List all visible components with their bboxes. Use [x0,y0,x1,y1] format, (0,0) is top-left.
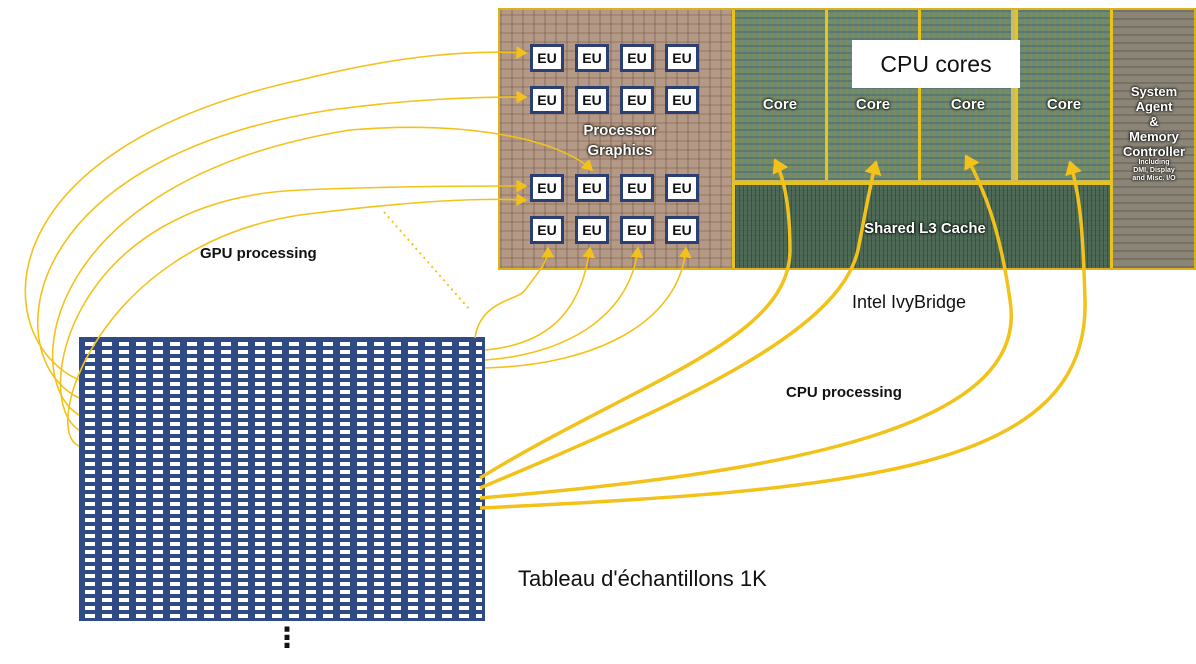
system-agent-small-line: Including [1138,159,1170,166]
cpu-wire [479,154,1014,500]
processor-graphics-line1: Processor [583,122,657,139]
cpu-wire [479,160,1087,510]
core-label-2: Core [855,96,891,113]
sample-array-label: Tableau d'échantillons 1K [518,566,767,591]
gpu-wire [484,246,596,351]
eu-box: EU [530,216,564,244]
core-region-4 [1015,10,1113,180]
eu-box: EU [575,44,609,72]
gpu-dotted-line [383,211,471,311]
gpu-processing-label: GPU processing [200,245,317,262]
eu-box: EU [665,216,699,244]
core-region-1 [732,10,825,180]
gpu-wire [66,193,528,447]
system-agent-line: System [1130,84,1178,99]
cpu-processing-label: CPU processing [786,384,902,401]
gpu-wire [59,179,528,431]
processor-graphics-label: Processor Graphics [560,122,680,159]
system-agent-small-line: and Misc. I/O [1132,175,1176,182]
continuation-ellipsis: ⋮ [273,622,301,653]
gpu-wire [474,246,555,339]
l3-cache-label: Shared L3 Cache [864,220,986,237]
eu-box: EU [665,174,699,202]
eu-box: EU [530,44,564,72]
core-region-3 [918,10,1011,180]
system-agent-line: Agent [1135,99,1173,114]
core-region-2 [825,10,918,180]
system-agent-line: & [1149,114,1159,129]
eu-box: EU [530,174,564,202]
eu-box: EU [620,174,654,202]
cpu-wire [479,160,882,490]
core-label-1: Core [762,96,798,113]
cpu-cores-callout: CPU cores [852,40,1020,88]
eu-box: EU [665,86,699,114]
eu-box: EU [665,44,699,72]
cpu-wire [479,158,792,480]
eu-box: EU [530,86,564,114]
chip-name-label: Intel IvyBridge [852,292,967,312]
system-agent-line: Controller [1122,144,1186,159]
core-label-3: Core [950,96,986,113]
gpu-wire [484,246,644,361]
gpu-wire [36,90,528,399]
eu-box: EU [575,216,609,244]
eu-box: EU [620,216,654,244]
processor-graphics-line2: Graphics [587,142,653,159]
shared-l3-cache-region [732,182,1113,268]
system-agent-line: Memory [1129,129,1179,144]
system-agent-label: System Agent & Memory Controller Includi… [1112,84,1194,183]
core-label-4: Core [1046,96,1082,113]
eu-box: EU [575,86,609,114]
eu-box: EU [620,86,654,114]
system-agent-small-line: DMI, Display [1133,167,1175,174]
eu-box: EU [620,44,654,72]
gpu-wire [24,46,528,381]
system-agent-region [1110,10,1194,268]
gpu-wire [484,246,692,369]
sample-array-cells [82,340,482,618]
sample-array-grid [79,337,485,621]
system-agent-small-text: Including DMI, Display and Misc. I/O [1112,159,1194,183]
eu-box: EU [575,174,609,202]
gpu-wire [51,126,594,416]
